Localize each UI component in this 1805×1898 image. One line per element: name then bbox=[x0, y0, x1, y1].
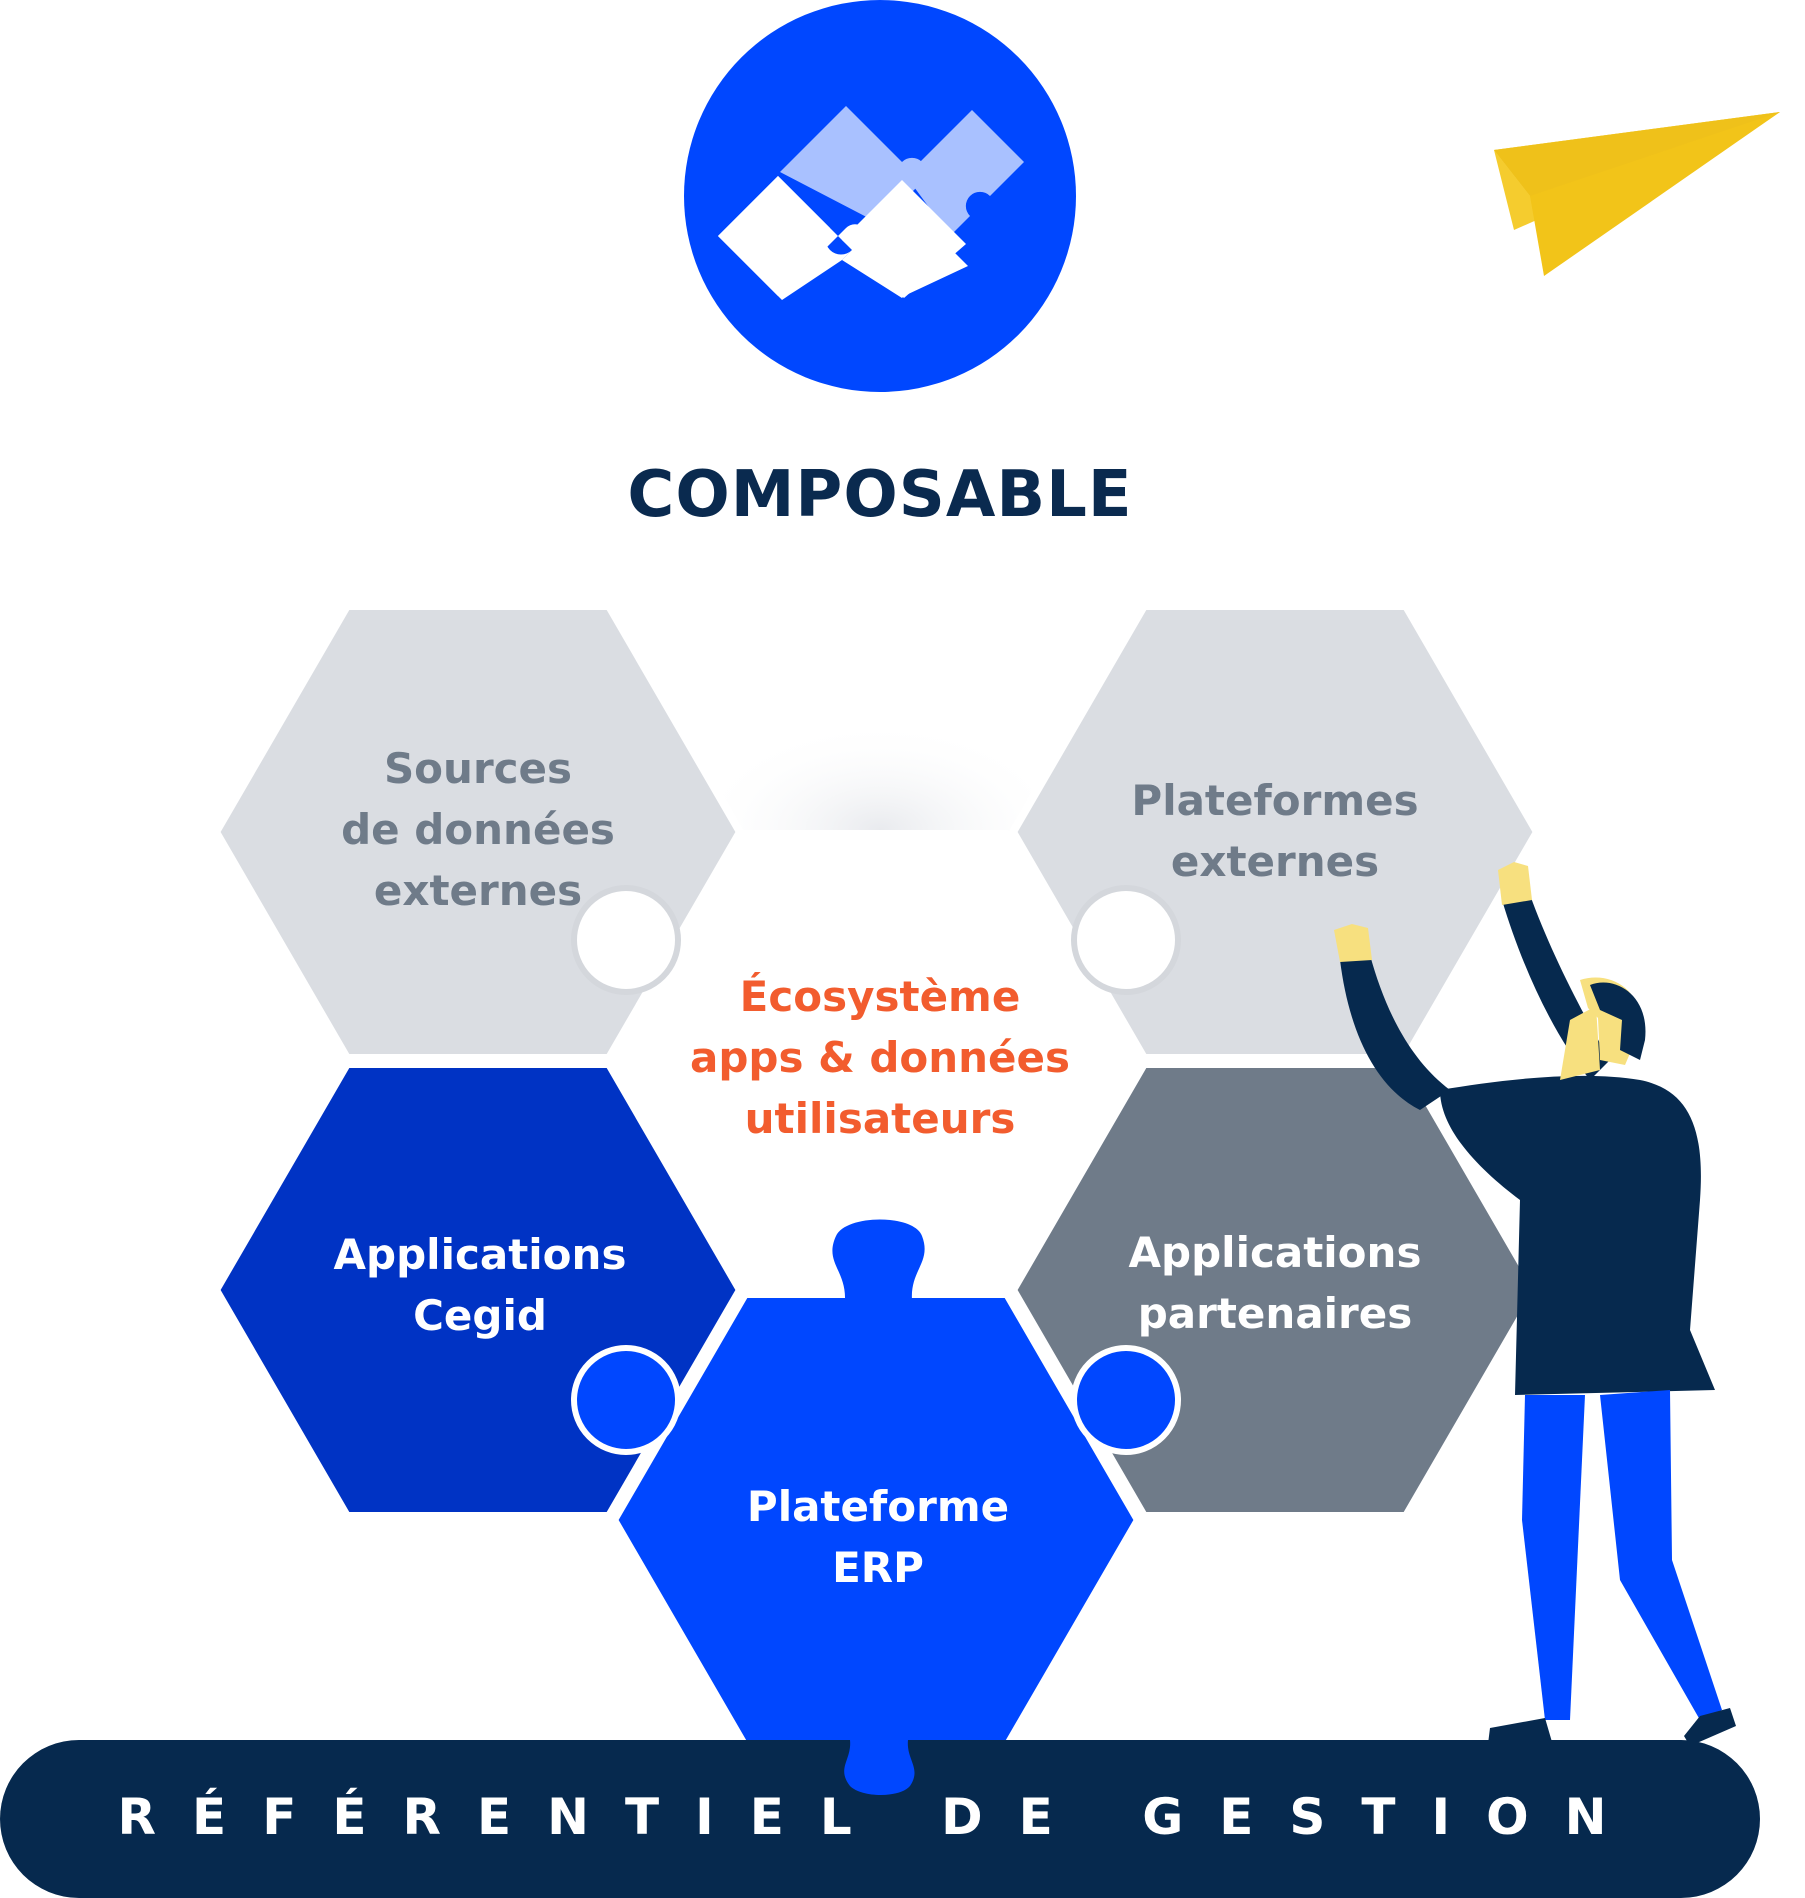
hex-ecosysteme bbox=[610, 830, 1142, 1290]
referentiel-bar bbox=[0, 1740, 1760, 1898]
knob-erp-left bbox=[571, 1345, 681, 1455]
person-illustration bbox=[1334, 862, 1736, 1746]
knob-eco-right bbox=[1071, 885, 1181, 995]
page-title: COMPOSABLE bbox=[627, 458, 1133, 532]
knob-eco-left bbox=[571, 885, 681, 995]
hex-label-applications-partenaires: Applications partenaires bbox=[1128, 1228, 1422, 1338]
paper-plane-icon bbox=[1494, 112, 1780, 276]
erp-top-knob bbox=[832, 1219, 925, 1300]
hex-label-ecosysteme: Écosystème apps & données utilisateurs bbox=[689, 972, 1071, 1143]
base-bar-label: RÉFÉRENTIEL DE GESTION bbox=[117, 1788, 1643, 1846]
hex-label-plateformes-externes: Plateformes externes bbox=[1131, 776, 1419, 886]
hex-label-sources: Sources de données externes bbox=[341, 744, 615, 915]
knob-erp-right bbox=[1071, 1345, 1181, 1455]
composable-badge bbox=[684, 0, 1076, 392]
hex-label-applications-cegid: Applications Cegid bbox=[333, 1230, 627, 1340]
puzzle-pieces-icon bbox=[718, 106, 1024, 300]
hex-label-plateforme-erp: Plateforme ERP bbox=[746, 1482, 1010, 1592]
